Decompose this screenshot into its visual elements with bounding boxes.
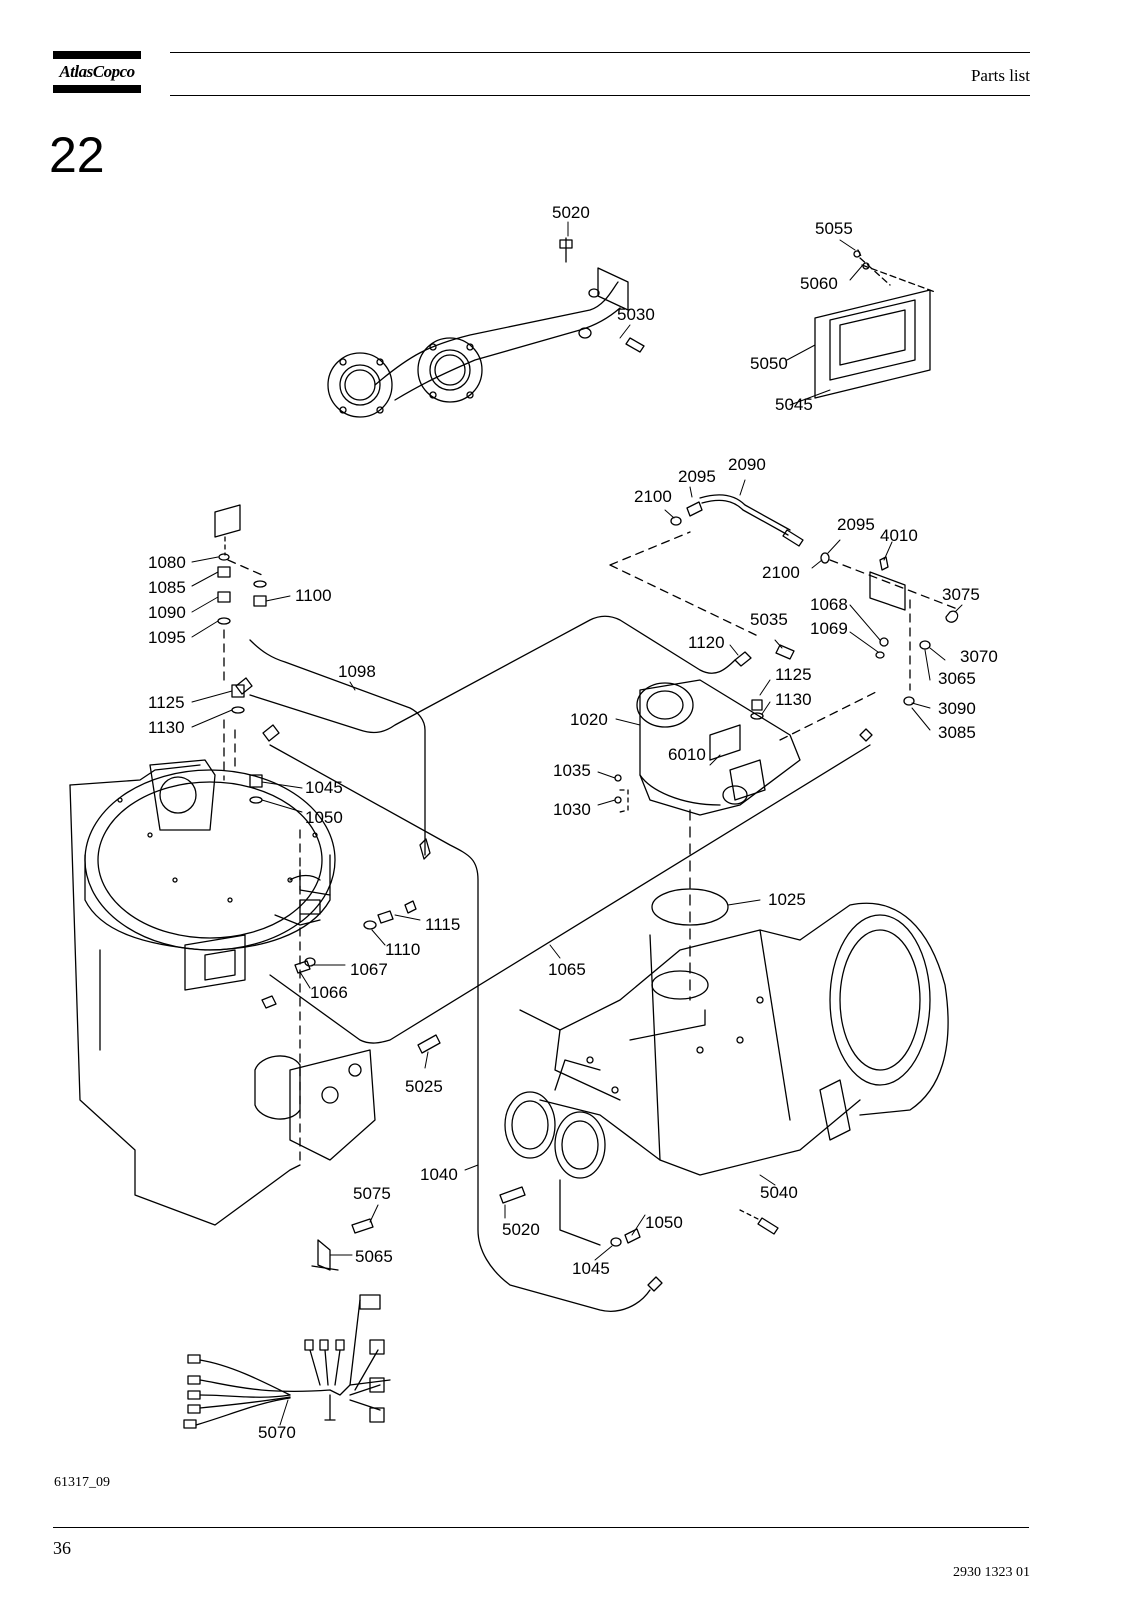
header-rule-bottom bbox=[170, 95, 1030, 96]
hose-assembly-top-right bbox=[609, 494, 961, 741]
callout-1045-b: 1045 bbox=[572, 1259, 610, 1278]
document-number: 2930 1323 01 bbox=[953, 1565, 1030, 1580]
hose-lines bbox=[235, 615, 873, 1312]
leader-lines bbox=[191, 221, 963, 1426]
display-unit-drawing bbox=[814, 249, 936, 399]
callout-4010: 4010 bbox=[880, 526, 918, 545]
callout-1040: 1040 bbox=[420, 1165, 458, 1184]
callout-3070: 3070 bbox=[960, 647, 998, 666]
header-rule-top bbox=[170, 52, 1030, 53]
callout-1025: 1025 bbox=[768, 890, 806, 909]
callout-1090: 1090 bbox=[148, 603, 186, 622]
callout-3065: 3065 bbox=[938, 669, 976, 688]
callout-1098: 1098 bbox=[338, 662, 376, 681]
callout-2090: 2090 bbox=[728, 455, 766, 474]
oil-separator-vessel-drawing bbox=[69, 729, 376, 1226]
callout-6010: 6010 bbox=[668, 745, 706, 764]
callout-1020: 1020 bbox=[570, 710, 608, 729]
callout-labels: 5020 5030 5055 5060 5050 5045 2090 2095 … bbox=[148, 203, 998, 1442]
atlas-copco-logo: AtlasCopco bbox=[53, 51, 141, 93]
callout-3085: 3085 bbox=[938, 723, 976, 742]
callout-5035: 5035 bbox=[750, 610, 788, 629]
discharge-pipe-drawing bbox=[327, 237, 645, 418]
callout-5065: 5065 bbox=[355, 1247, 393, 1266]
callout-1030: 1030 bbox=[553, 800, 591, 819]
section-number: 22 bbox=[49, 127, 105, 183]
figure-reference: 61317_09 bbox=[54, 1475, 110, 1490]
compressor-element-drawing bbox=[504, 902, 949, 1246]
callout-5070: 5070 bbox=[258, 1423, 296, 1442]
callout-1065: 1065 bbox=[548, 960, 586, 979]
callout-5045: 5045 bbox=[775, 395, 813, 414]
callout-1095: 1095 bbox=[148, 628, 186, 647]
callout-1068: 1068 bbox=[810, 595, 848, 614]
callout-2100-a: 2100 bbox=[634, 487, 672, 506]
page-number: 36 bbox=[53, 1538, 71, 1558]
callout-1100: 1100 bbox=[295, 586, 332, 605]
callout-1115: 1115 bbox=[425, 915, 460, 934]
callout-5050: 5050 bbox=[750, 354, 788, 373]
callout-5055: 5055 bbox=[815, 219, 853, 238]
callout-2100-b: 2100 bbox=[762, 563, 800, 582]
header-title: Parts list bbox=[970, 66, 1030, 85]
callout-3075: 3075 bbox=[942, 585, 980, 604]
callout-1035: 1035 bbox=[553, 761, 591, 780]
callout-1080: 1080 bbox=[148, 553, 186, 572]
callout-5030: 5030 bbox=[617, 305, 655, 324]
callout-2095-a: 2095 bbox=[678, 467, 716, 486]
callout-1125-l: 1125 bbox=[148, 693, 185, 712]
wiring-harness-drawing bbox=[183, 1294, 391, 1429]
callout-1050-b: 1050 bbox=[645, 1213, 683, 1232]
valve-housing-drawing bbox=[614, 679, 801, 1001]
callout-5020-top: 5020 bbox=[552, 203, 590, 222]
callout-1069: 1069 bbox=[810, 619, 848, 638]
callout-1110: 1110 bbox=[385, 940, 420, 959]
callout-1125-r: 1125 bbox=[775, 665, 812, 684]
gasket-drawing bbox=[651, 888, 729, 926]
brand-wordmark: AtlasCopco bbox=[59, 62, 135, 81]
callout-5075: 5075 bbox=[353, 1184, 391, 1203]
callout-1130-l: 1130 bbox=[148, 718, 185, 737]
callout-1050-l: 1050 bbox=[305, 808, 343, 827]
callout-1066: 1066 bbox=[310, 983, 348, 1002]
sensor-parts-drawing bbox=[294, 644, 795, 1271]
left-fitting-stack bbox=[214, 504, 267, 804]
callout-5025: 5025 bbox=[405, 1077, 443, 1096]
callout-2095-b: 2095 bbox=[837, 515, 875, 534]
callout-1130-r: 1130 bbox=[775, 690, 812, 709]
callout-3090: 3090 bbox=[938, 699, 976, 718]
footer-rule bbox=[53, 1527, 1029, 1528]
callout-1045-l: 1045 bbox=[305, 778, 343, 797]
callout-5060: 5060 bbox=[800, 274, 838, 293]
callout-5040: 5040 bbox=[760, 1183, 798, 1202]
callout-1067: 1067 bbox=[350, 960, 388, 979]
callout-1120: 1120 bbox=[688, 633, 725, 652]
callout-1085: 1085 bbox=[148, 578, 186, 597]
callout-5020-bot: 5020 bbox=[502, 1220, 540, 1239]
